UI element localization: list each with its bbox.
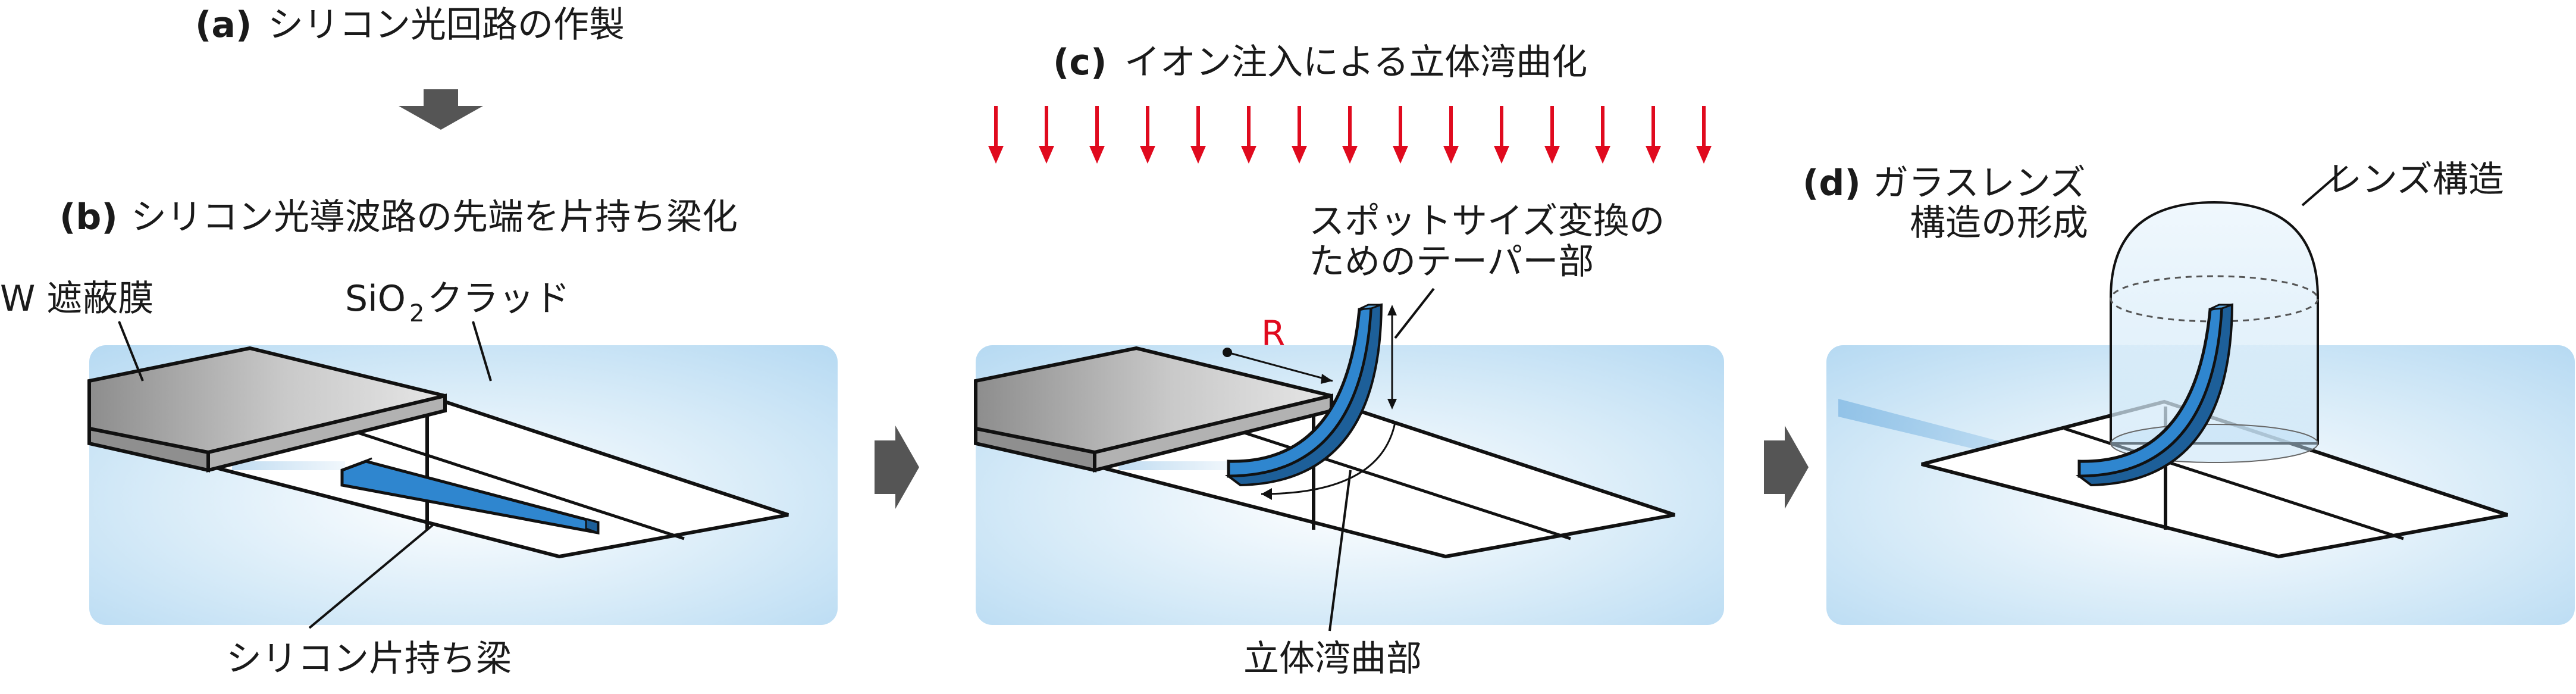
sio2-label: SiO 2 クラッド <box>345 278 570 327</box>
ion-arrow-icon <box>1292 106 1307 164</box>
ion-arrow-icon <box>1646 106 1661 164</box>
panel-b: W 遮蔽膜 SiO 2 クラッド シリコン片持ち梁 <box>0 278 838 680</box>
panel-d: レンズ構造 <box>1826 159 2575 625</box>
panel-c: R スポットサイズ変換の ためのテーパー部 立体湾曲部 <box>974 201 1724 680</box>
w-shield-film <box>87 346 447 473</box>
ion-arrow-icon <box>1494 106 1509 164</box>
step-b-text: シリコン光導波路の先端を片持ち梁化 <box>131 196 738 238</box>
down-arrow-icon <box>399 89 483 130</box>
svg-text:2: 2 <box>409 300 424 327</box>
step-a-letter: (a) <box>195 4 252 46</box>
step-d-text-line2: 構造の形成 <box>1910 202 2088 244</box>
ion-arrow-icon <box>1140 106 1155 164</box>
bend-label: 立体湾曲部 <box>1243 638 1422 680</box>
step-d-letter: (d) <box>1803 162 1861 204</box>
svg-text:SiO: SiO <box>345 278 406 320</box>
ion-arrow-icon <box>1089 106 1105 164</box>
step-a-text: シリコン光回路の作製 <box>268 4 625 46</box>
ion-arrow-icon <box>1595 106 1610 164</box>
radius-indicator: R <box>1223 313 1333 384</box>
bent-waveguide-d <box>2076 303 2234 487</box>
process-arrow-icon-2 <box>1764 426 1809 509</box>
ion-arrow-icon <box>1342 106 1358 164</box>
ion-arrow-icon <box>1393 106 1408 164</box>
taper-height-arrow <box>1387 287 1435 409</box>
ion-arrow-icon <box>1241 106 1256 164</box>
ion-arrow-icon <box>1443 106 1459 164</box>
ion-arrow-icon <box>988 106 1004 164</box>
bent-waveguide <box>1225 303 1383 487</box>
silicon-cantilever <box>340 457 600 535</box>
w-shield-film-c <box>974 346 1333 473</box>
ion-beam-arrows <box>988 106 1712 164</box>
step-a-title: (a) シリコン光回路の作製 <box>195 4 625 46</box>
step-c-letter: (c) <box>1053 42 1107 83</box>
step-c-title: (c) イオン注入による立体湾曲化 <box>1053 42 1587 83</box>
step-b-title: (b) シリコン光導波路の先端を片持ち梁化 <box>59 196 738 238</box>
ion-arrow-icon <box>1190 106 1206 164</box>
taper-label-line2: ためのテーパー部 <box>1309 241 1594 283</box>
process-arrow-icon <box>875 426 919 509</box>
w-film-label: W 遮蔽膜 <box>0 278 153 320</box>
ion-arrow-icon <box>1544 106 1560 164</box>
lens-structure-label: レンズ構造 <box>2326 159 2504 201</box>
ion-arrow-icon <box>1039 106 1054 164</box>
taper-label-line1: スポットサイズ変換の <box>1309 201 1665 242</box>
step-d-text-line1: ガラスレンズ <box>1873 162 2086 204</box>
bend-arc <box>1261 422 1396 495</box>
trench-outline-d <box>1921 399 2508 559</box>
step-c-text: イオン注入による立体湾曲化 <box>1124 42 1587 83</box>
cantilever-label: シリコン片持ち梁 <box>226 638 512 680</box>
svg-text:クラッド: クラッド <box>427 278 570 320</box>
step-d-title: (d) ガラスレンズ 構造の形成 <box>1803 162 2088 244</box>
radius-label: R <box>1261 313 1285 354</box>
step-b-letter: (b) <box>59 196 118 238</box>
ion-arrow-icon <box>1696 106 1712 164</box>
